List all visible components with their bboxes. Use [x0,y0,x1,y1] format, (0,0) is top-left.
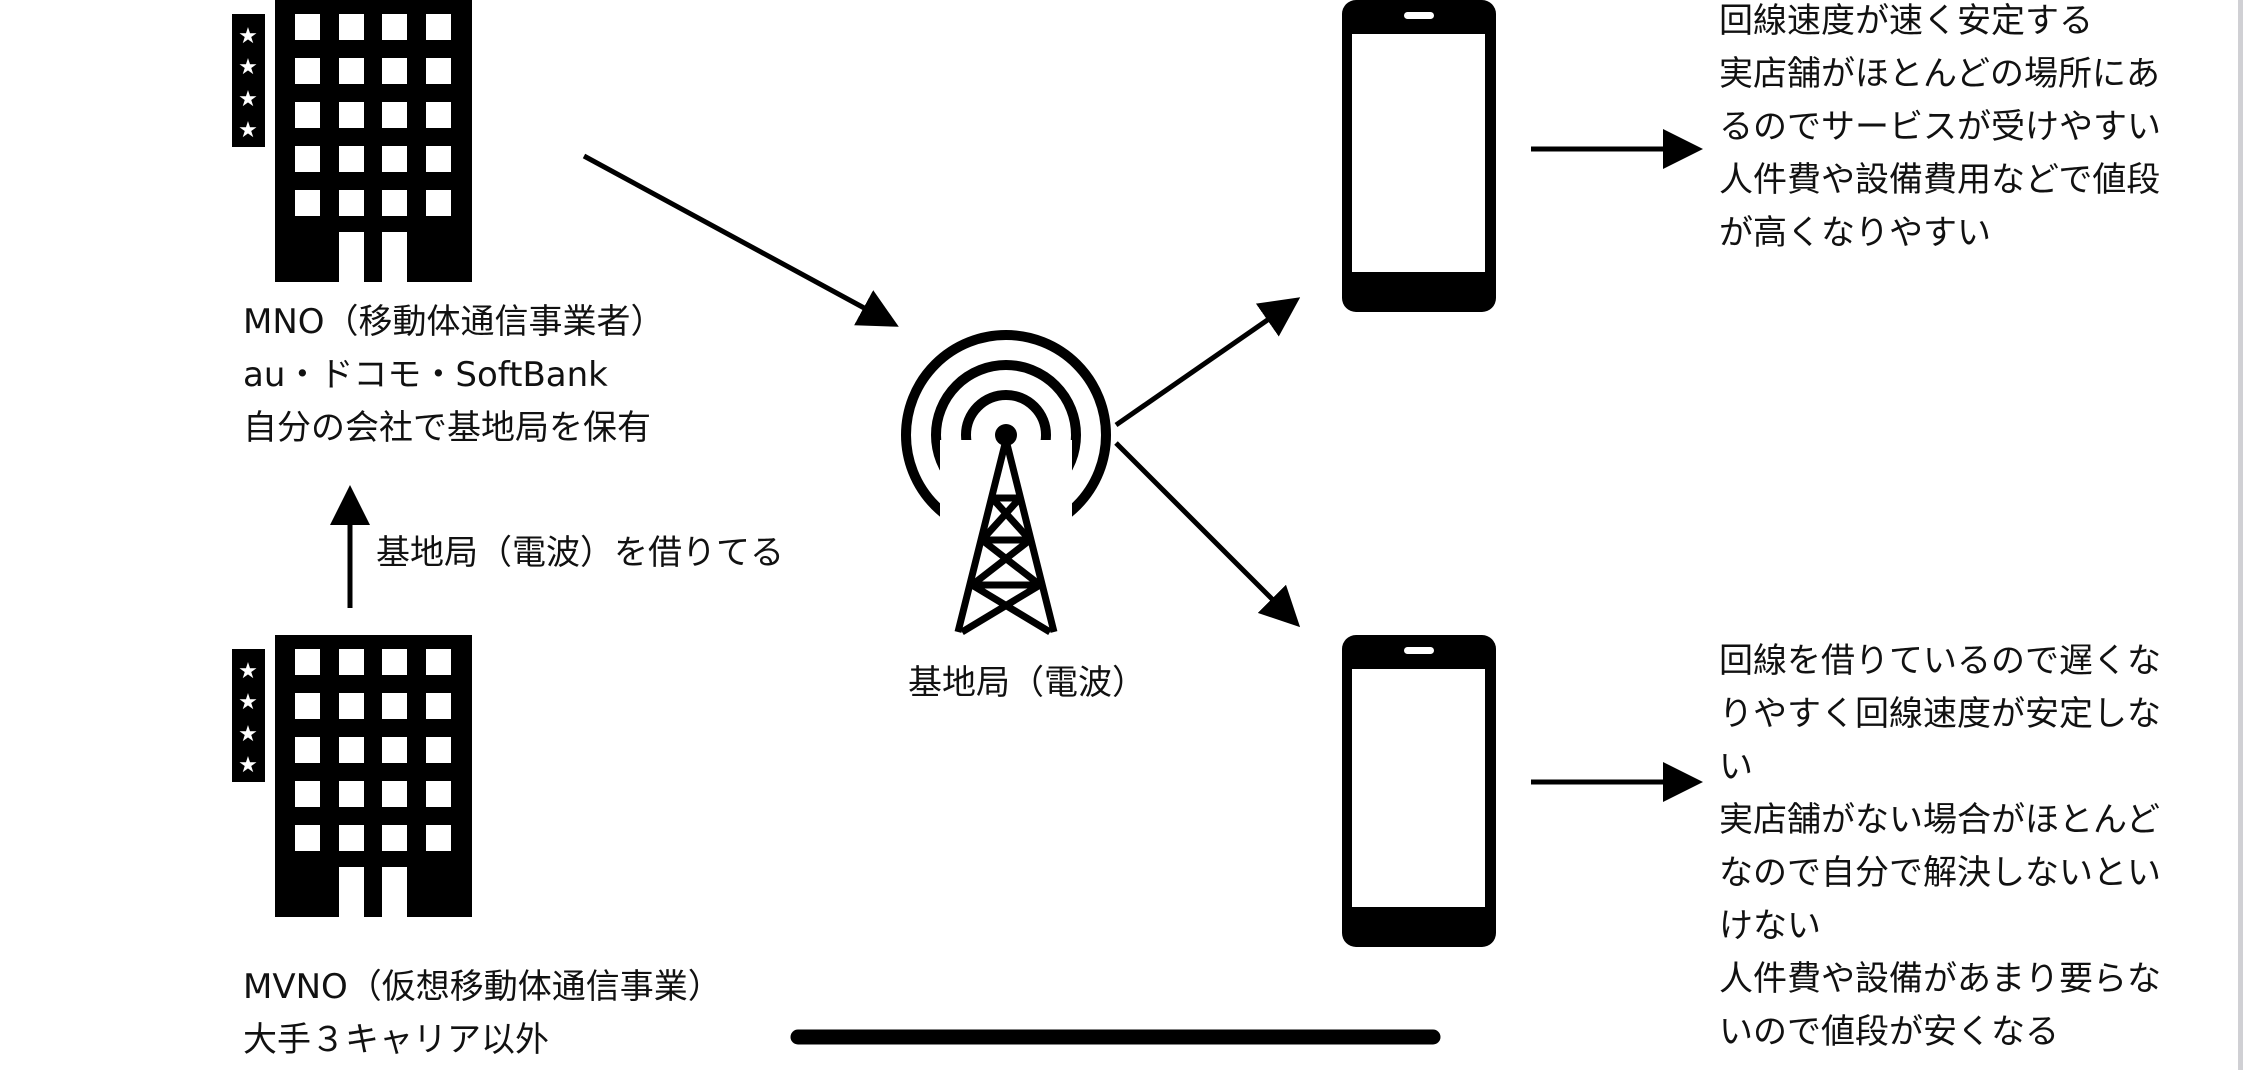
mvno-features: 回線を借りているので遅くな りやすく回線速度が安定しな い 実店舗がない場合がほ… [1719,635,2161,1059]
feature-line: りやすく回線速度が安定しな [1719,694,2161,734]
borrow-label: 基地局（電波）を借りてる [376,533,784,573]
feature-line: いので値段が安くなる [1719,1012,2059,1052]
mvno-smartphone-icon [1342,635,1496,947]
feature-line: るのでサービスが受けやすい [1719,107,2161,147]
feature-line: なので自分で解決しないとい [1719,853,2161,893]
tower-label: 基地局（電波） [908,663,1146,703]
mvno-label-line: 大手３キャリア以外 [243,1020,549,1060]
mno-features: 回線速度が速く安定する 実店舗がほとんどの場所にあ るのでサービスが受けやすい … [1719,0,2161,260]
mno-smartphone-icon [1342,0,1496,312]
feature-line: 回線速度が速く安定する [1719,1,2093,41]
feature-line: 人件費や設備費用などで値段 [1719,160,2161,200]
mno-label-line: 自分の会社で基地局を保有 [243,408,651,448]
scrollbar[interactable] [2238,0,2243,1070]
mno-building-icon [232,0,472,282]
mno-label-line: MNO（移動体通信事業者） [243,302,665,342]
mno-to-tower-arrow-icon [582,153,899,327]
feature-line: けない [1719,906,1821,946]
mvno-label-line: MVNO（仮想移動体通信事業） [243,967,722,1007]
mvno-building-icon [232,635,472,917]
mvno-label: MVNO（仮想移動体通信事業） 大手３キャリア以外 [243,961,722,1067]
mno-label-line: au・ドコモ・SoftBank [243,355,608,395]
feature-line: い [1719,747,1753,787]
feature-line: 回線を借りているので遅くな [1719,641,2161,681]
tower-to-phone1-arrow-icon [1114,297,1301,428]
feature-line: 実店舗がない場合がほとんど [1719,800,2160,840]
feature-line: が高くなりやすい [1719,213,1991,253]
feature-line: 実店舗がほとんどの場所にあ [1719,54,2160,94]
feature-line: 人件費や設備があまり要らな [1719,959,2161,999]
antenna-tower-icon [901,330,1111,640]
tower-to-phone2-arrow-icon [1114,441,1301,628]
mno-label: MNO（移動体通信事業者） au・ドコモ・SoftBank 自分の会社で基地局を… [243,296,665,455]
